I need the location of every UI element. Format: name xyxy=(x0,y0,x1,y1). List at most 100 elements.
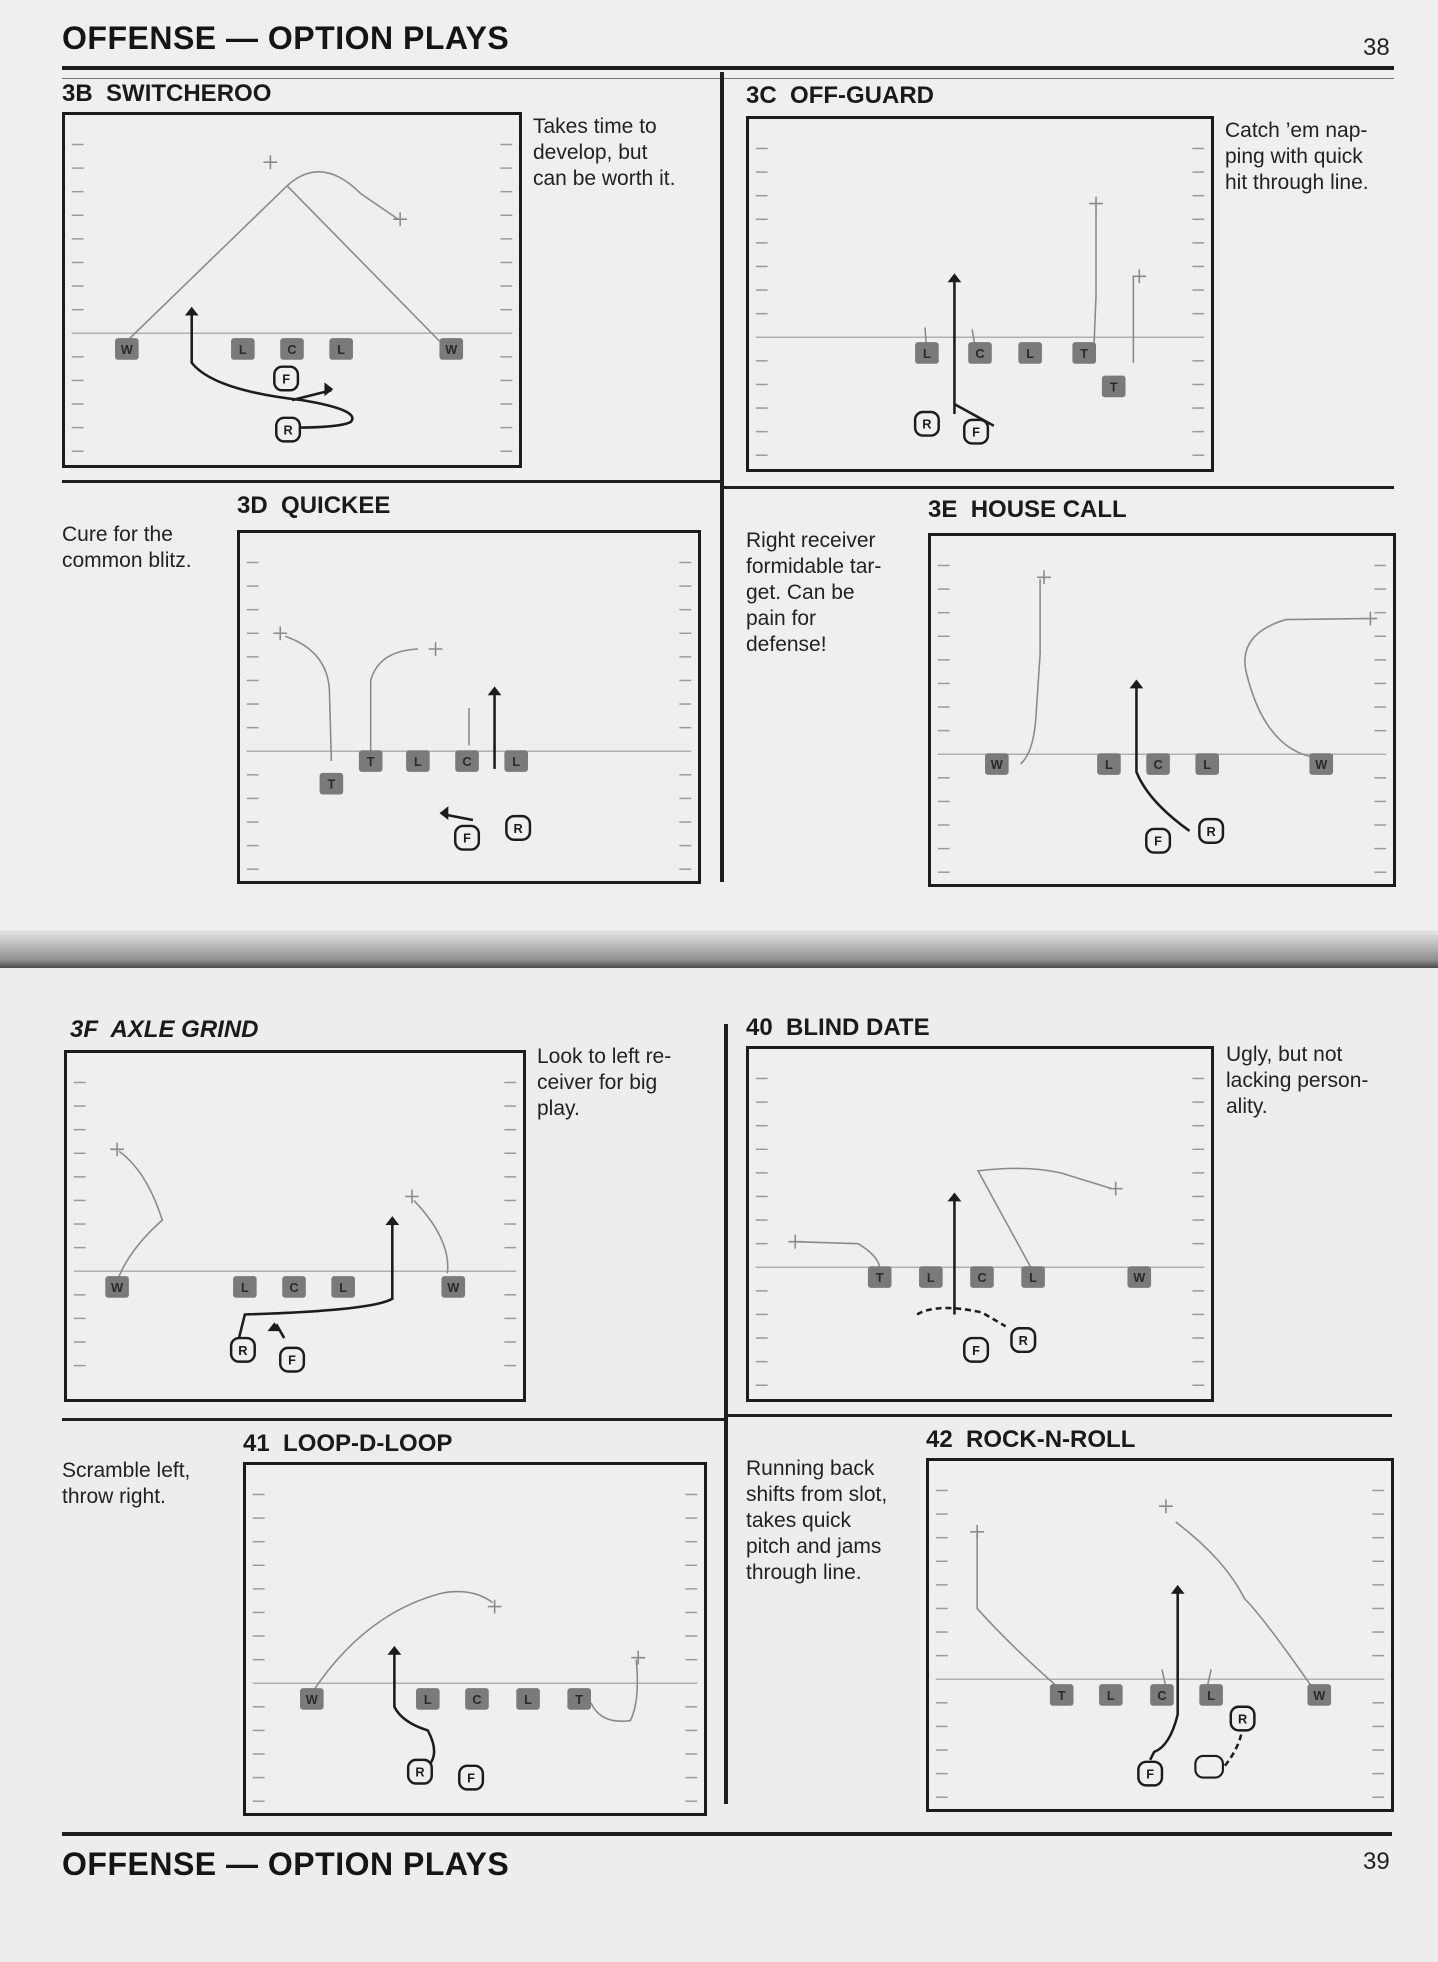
player-letter: R xyxy=(238,1343,247,1358)
player-lineman xyxy=(233,1276,257,1298)
route-target-marker xyxy=(393,212,408,227)
player-letter: L xyxy=(512,754,520,769)
route-target-marker xyxy=(110,1142,124,1157)
player-letter: W xyxy=(447,1280,460,1295)
pass-route xyxy=(369,648,418,756)
player-fullback xyxy=(963,1336,990,1363)
player-lineman xyxy=(416,1688,440,1710)
player-letter: C xyxy=(472,1692,481,1707)
route-target-marker xyxy=(1108,1181,1123,1196)
player-lineman xyxy=(406,750,430,772)
player-running-back xyxy=(913,410,940,437)
route-target-marker xyxy=(1159,1499,1173,1514)
player-wide-receiver xyxy=(1127,1266,1152,1288)
play-title-3e: 3E HOUSE CALL xyxy=(928,496,1127,523)
pass-route xyxy=(976,1167,1112,1276)
route-target-marker xyxy=(263,155,278,170)
page-footer-title: OFFENSE — OPTION PLAYS xyxy=(62,1846,510,1882)
player-lineman xyxy=(516,1688,540,1710)
player-letter: R xyxy=(514,821,523,836)
player-letter: C xyxy=(975,346,984,361)
pass-route xyxy=(284,635,333,762)
player-lineman xyxy=(919,1266,943,1288)
pass-route xyxy=(116,1150,164,1282)
footer-rule xyxy=(62,1832,1392,1836)
pass-route xyxy=(976,1533,1059,1688)
player-letter: W xyxy=(121,342,134,357)
route-arrowhead xyxy=(1170,1584,1185,1594)
run-path xyxy=(393,1649,436,1773)
player-wide-receiver xyxy=(1309,753,1334,775)
player-letter: L xyxy=(414,754,422,769)
player-center xyxy=(1150,1684,1174,1706)
player-letter: W xyxy=(445,342,458,357)
player-wide-receiver xyxy=(300,1688,324,1710)
play-title-40: 40 BLIND DATE xyxy=(746,1014,930,1041)
header-rule xyxy=(62,66,1394,70)
player-letter: T xyxy=(575,1692,583,1707)
play-note-3c: Catch ’em nap- ping with quick hit throu… xyxy=(1225,119,1369,194)
play-title-3b: 3B SWITCHEROO xyxy=(62,80,272,107)
player-letter: F xyxy=(463,831,471,846)
row-divider-left xyxy=(62,480,720,483)
row-divider-right xyxy=(724,486,1394,489)
player-letter: L xyxy=(1029,1270,1037,1285)
run-path xyxy=(916,1306,1007,1328)
player-letter: R xyxy=(415,1765,424,1780)
route-arrowhead xyxy=(385,1216,400,1226)
header-rule-thin xyxy=(62,78,1394,79)
player-letter: L xyxy=(239,342,247,357)
player-center xyxy=(970,1266,994,1288)
player-running-back xyxy=(1010,1326,1037,1354)
route-target-marker xyxy=(487,1599,502,1614)
player-lineman xyxy=(1021,1266,1045,1288)
route-target-marker xyxy=(273,626,288,641)
play-note-3e: Right receiver formidable tar- get. Can … xyxy=(746,529,882,656)
run-path xyxy=(953,276,995,427)
player-letter: L xyxy=(339,1280,347,1295)
player-fullback xyxy=(963,418,990,445)
run-path xyxy=(237,1220,394,1339)
pass-route xyxy=(1093,209,1097,346)
pass-route xyxy=(126,171,399,342)
route-arrowhead xyxy=(947,1192,962,1202)
player-letter: T xyxy=(327,777,335,792)
player-letter: C xyxy=(287,342,296,357)
player-letter: C xyxy=(289,1280,298,1295)
player-center xyxy=(455,750,479,772)
route-target-marker xyxy=(405,1189,419,1204)
route-target-marker xyxy=(1089,196,1103,211)
player-letter: R xyxy=(1019,1333,1028,1348)
player-letter: L xyxy=(241,1280,249,1295)
pass-route xyxy=(413,1199,449,1274)
player-letter: L xyxy=(524,1692,532,1707)
play-title-41: 41 LOOP-D-LOOP xyxy=(243,1430,453,1457)
player-lineman xyxy=(1018,342,1042,364)
player-letter: L xyxy=(1105,757,1113,772)
player-tight-end xyxy=(319,772,344,795)
player-letter: T xyxy=(1080,346,1088,361)
player-letter: W xyxy=(991,757,1004,772)
play-note-40: Ugly, but not lacking person- ality. xyxy=(1226,1043,1369,1118)
route-arrowhead xyxy=(439,806,449,821)
route-target-marker xyxy=(788,1234,803,1249)
player-letter: C xyxy=(1157,1688,1166,1703)
play-title-3c: 3C OFF-GUARD xyxy=(746,82,935,109)
player-letter: L xyxy=(927,1270,935,1285)
player-lineman xyxy=(1099,1684,1123,1706)
player-center xyxy=(465,1688,489,1710)
player-letter: F xyxy=(972,425,980,440)
player-letter: F xyxy=(1146,1767,1154,1782)
